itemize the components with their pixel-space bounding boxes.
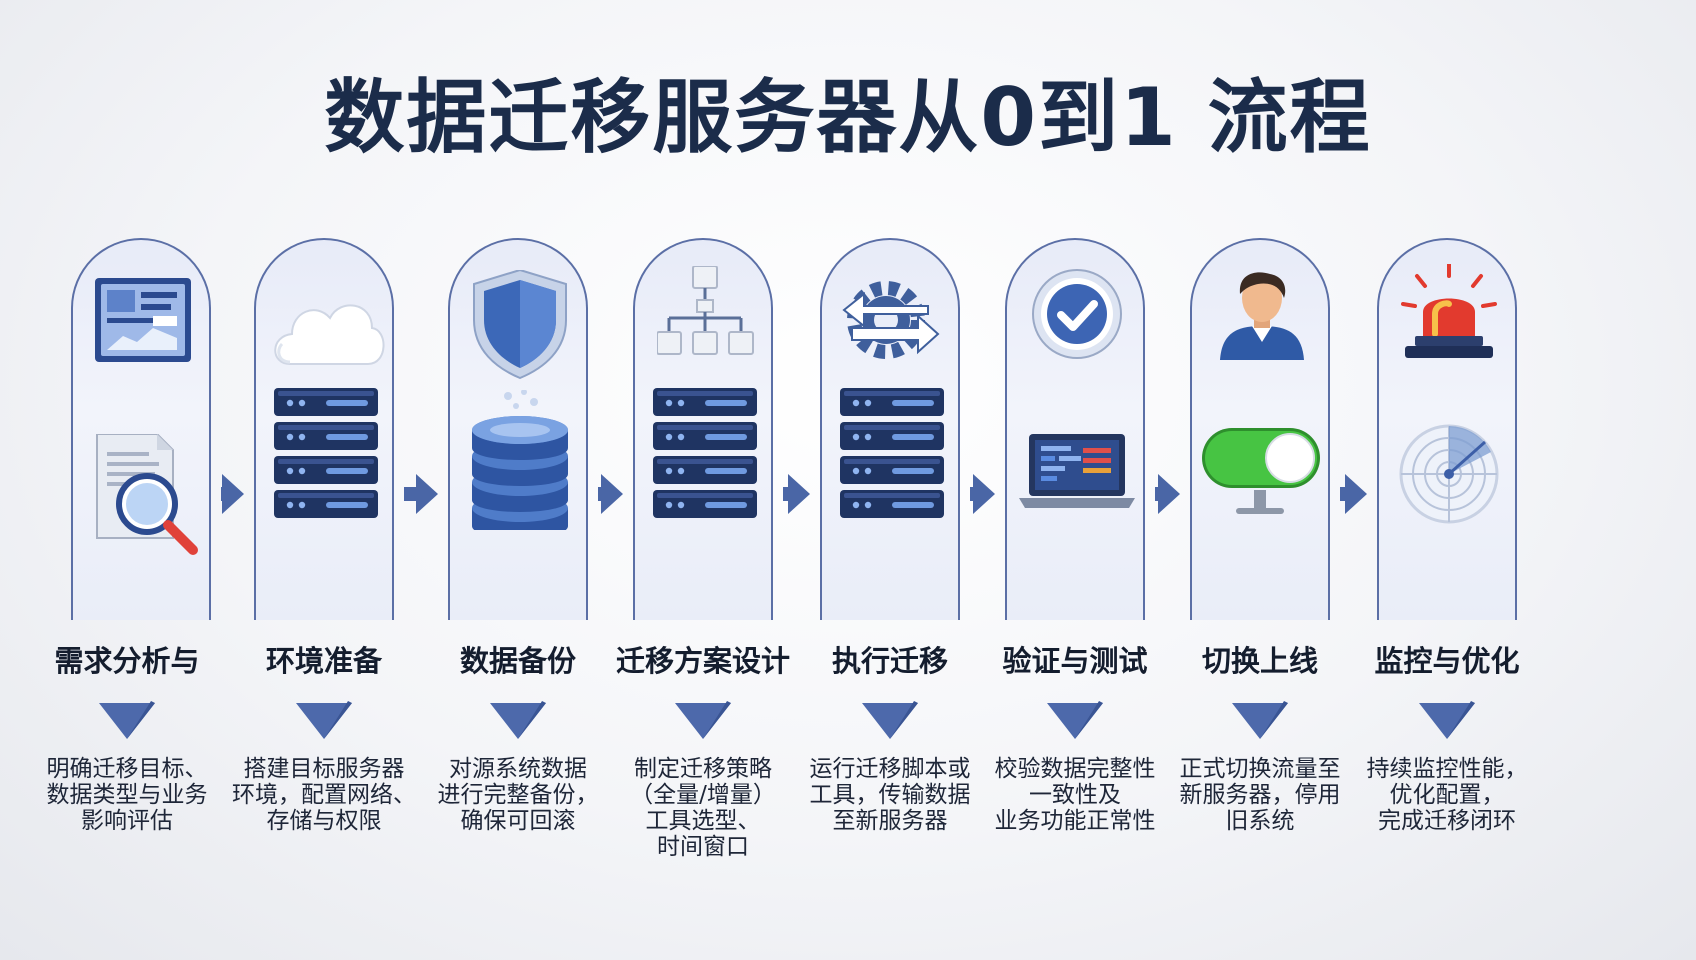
step-card [71,238,211,620]
step-description: 对源系统数据进行完整备份，确保可回滚 [418,756,618,834]
chevron-down-icon [1419,701,1475,739]
arrow-right-icon [221,474,244,514]
step-description-line: 数据类型与业务 [46,782,208,808]
chevron-down-icon [1232,701,1288,739]
step-description-line: 工具，传输数据 [809,782,971,808]
arrow-right-icon [970,474,995,514]
step-title: 监控与优化 [1374,644,1520,678]
arrow-right-icon [1340,474,1367,514]
step-description-line: 完成迁移闭环 [1378,808,1516,834]
shield-icon [473,270,567,380]
step-description-line: （全量/增量） [630,782,776,808]
chevron-down-icon [99,701,155,739]
laptop-icon [1019,434,1135,508]
step-description-line: 制定迁移策略 [634,756,772,782]
arrow-right-icon [404,474,438,514]
cloud-icon [274,304,385,365]
step-description: 校验数据完整性一致性及业务功能正常性 [975,756,1175,834]
server-rack-icon [653,388,757,518]
toggle-switch-icon [1202,428,1320,514]
step-title: 迁移方案设计 [615,644,790,678]
server-rack-icon [840,388,944,518]
step-card [254,238,394,620]
hierarchy-icon [657,266,754,355]
step-card [448,238,588,620]
step-description-line: 时间窗口 [657,834,749,860]
arrow-right-icon [1155,474,1180,514]
radar-icon [1399,424,1499,524]
step-description-line: 一致性及 [1029,782,1121,808]
document-chart-icon [95,278,191,362]
step-description-line: 进行完整备份， [437,782,599,808]
step-description: 搭建目标服务器环境，配置网络、存储与权限 [224,756,424,834]
step-description-line: 正式切换流量至 [1179,756,1341,782]
gear-arrows-icon [842,281,940,359]
person-icon [1220,272,1304,360]
step-title: 切换上线 [1201,644,1318,678]
step-description: 运行迁移脚本或工具，传输数据至新服务器 [790,756,990,834]
step-title: 数据备份 [459,644,576,678]
step-card [1005,238,1145,620]
step-description-line: 存储与权限 [266,808,382,834]
step-description-line: 对源系统数据 [449,756,587,782]
chevron-down-icon [675,701,731,739]
arrow-right-icon [598,474,623,514]
step-description-line: 持续监控性能， [1366,756,1528,782]
step-description-line: 校验数据完整性 [994,756,1156,782]
chevron-down-icon [1047,701,1103,739]
database-icon [472,390,568,530]
step-description-line: 影响评估 [81,808,173,834]
step-description: 明确迁移目标、数据类型与业务影响评估 [27,756,227,834]
chevron-down-icon [862,701,918,739]
step-description-line: 工具选型、 [645,808,761,834]
page-title: 数据迁移服务器从0到1 流程 [324,71,1372,164]
step-description-line: 至新服务器 [832,808,948,834]
chevron-down-icon [490,701,546,739]
step-description: 正式切换流量至新服务器，停用旧系统 [1160,756,1360,834]
step-card [1377,238,1517,620]
step-description-line: 确保可回滚 [460,808,576,834]
step-card [633,238,773,620]
step-title: 需求分析与 [54,644,200,678]
server-rack-icon [274,388,378,518]
alarm-light-icon [1401,264,1497,358]
chevron-down-icon [296,701,352,739]
step-description: 制定迁移策略（全量/增量）工具选型、时间窗口 [603,756,803,860]
step-description-line: 运行迁移脚本或 [809,756,971,782]
step-description-line: 优化配置， [1389,782,1505,808]
step-description-line: 新服务器，停用 [1179,782,1341,808]
step-title: 验证与测试 [1002,644,1148,678]
step-card [820,238,960,620]
step-description-line: 搭建目标服务器 [243,756,405,782]
step-description: 持续监控性能，优化配置，完成迁移闭环 [1347,756,1547,834]
step-card [1190,238,1330,620]
check-badge-icon [1032,269,1122,359]
step-description-line: 环境，配置网络、 [232,782,416,808]
step-title: 环境准备 [265,644,382,678]
step-description-line: 旧系统 [1225,808,1295,834]
magnifier-document-icon [96,434,198,555]
step-title: 执行迁移 [831,644,948,678]
step-description-line: 明确迁移目标、 [46,756,208,782]
arrow-right-icon [783,474,810,514]
step-description-line: 业务功能正常性 [994,808,1156,834]
